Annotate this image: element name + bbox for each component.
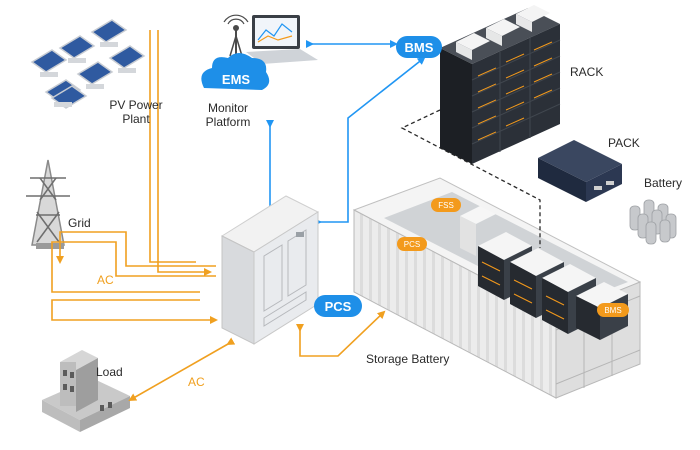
pv-label-line2: Plant: [122, 112, 150, 126]
grid-label: Grid: [68, 216, 91, 230]
pv-plant-icon: [30, 19, 146, 109]
bms-small-badge: BMS: [597, 303, 629, 317]
ac-label-grid: AC: [97, 273, 114, 287]
pack-label: PACK: [608, 136, 640, 150]
load-building-icon: [42, 350, 130, 432]
laptop-monitor-icon: [246, 15, 318, 64]
battery-label: Battery: [644, 176, 683, 190]
comm-lines: [266, 40, 426, 226]
pcs-badge: PCS: [314, 295, 362, 317]
monitor-label-line1: Monitor: [207, 101, 248, 115]
pack-icon: [538, 140, 622, 202]
pv-label-line1: PV Power: [109, 98, 163, 112]
monitor-label-line2: Platform: [205, 115, 251, 129]
load-label: Load: [96, 365, 123, 379]
ems-badge: EMS: [221, 71, 251, 87]
pcs-small-badge: PCS: [397, 237, 427, 251]
fss-badge: FSS: [431, 198, 461, 212]
grid-tower-icon: [26, 159, 70, 249]
bms-badge: BMS: [396, 36, 442, 58]
pcs-cabinet-icon: [220, 195, 320, 345]
ac-label-load: AC: [188, 375, 205, 389]
pv-power-plant-label: PV Power Plant: [96, 98, 176, 126]
ac-power-lines: [51, 30, 386, 401]
monitor-platform-label: Monitor Platform: [196, 101, 260, 129]
rack-label: RACK: [570, 65, 604, 79]
ems-cloud-icon: [201, 14, 270, 90]
storage-battery-label: Storage Battery: [366, 352, 450, 366]
rack-icon: [440, 5, 561, 164]
battery-cells-icon: [629, 199, 677, 245]
